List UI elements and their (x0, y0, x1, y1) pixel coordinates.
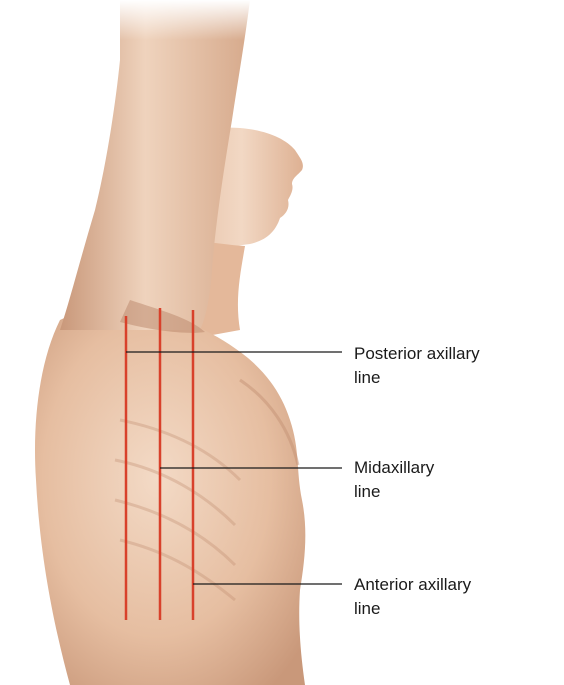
label-anterior-axillary-line: Anterior axillary line (354, 573, 554, 621)
label-anterior-line2: line (354, 597, 554, 621)
label-midaxillary-line: Midaxillary line (354, 456, 554, 504)
label-mid-line2: line (354, 480, 554, 504)
label-mid-line1: Midaxillary (354, 456, 554, 480)
label-posterior-line1: Posterior axillary (354, 342, 554, 366)
torso-shape (35, 309, 305, 685)
label-posterior-line2: line (354, 366, 554, 390)
label-posterior-axillary-line: Posterior axillary line (354, 342, 554, 390)
label-anterior-line1: Anterior axillary (354, 573, 554, 597)
